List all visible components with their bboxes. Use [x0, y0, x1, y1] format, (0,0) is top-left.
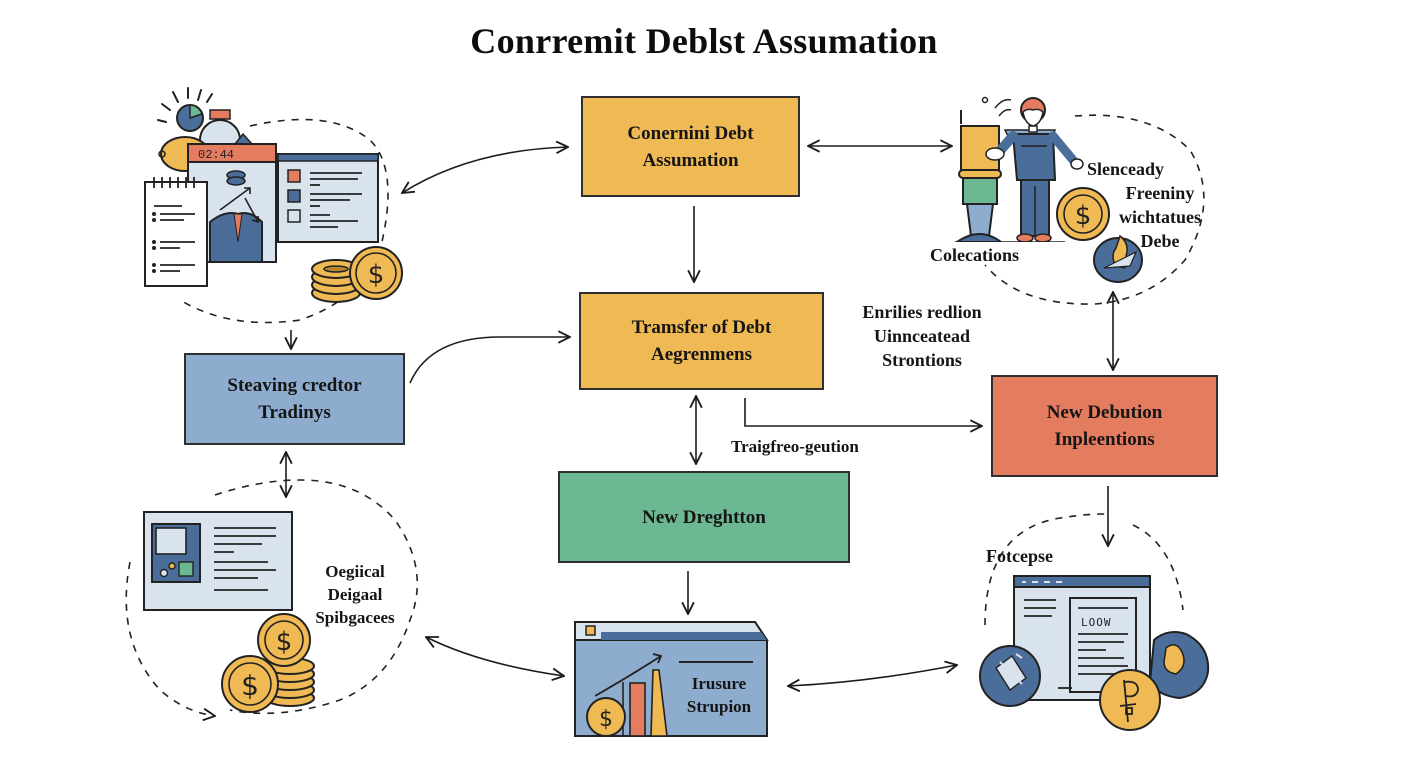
- timer-readout: 02:44: [198, 148, 234, 162]
- annotation-stakeholder-line2: Uinnceatead: [874, 326, 970, 346]
- dashed-loop-left-bottom: [214, 479, 419, 715]
- svg-text:$: $: [276, 627, 293, 657]
- dollar-coin-icon: $: [1056, 187, 1110, 241]
- annotation-forecast: Fotcepse: [986, 546, 1053, 566]
- annotation-right-line1: Slenceady: [1087, 159, 1165, 179]
- node-consent-line1: Conernini Debt: [627, 122, 754, 144]
- money-bag-icon: [1093, 234, 1143, 283]
- dashed-loop-right-bottom: [984, 513, 1111, 626]
- coin-stack-icon: $ $: [221, 613, 315, 713]
- arrow-legal-insurance: [426, 637, 564, 676]
- annotation-insurance-line1: Irusure: [691, 674, 747, 693]
- dashed-loop-right-bottom-arc: [1132, 524, 1184, 611]
- annotation-right-notes: Slenceady Freeniny wichtatues Debe: [1085, 157, 1235, 253]
- annotation-insurance-line2: Strupion: [686, 697, 752, 716]
- svg-text:$: $: [241, 669, 259, 702]
- annotation-stakeholder-notes: Enrilies redlion Uinnceatead Strontions: [832, 300, 1012, 372]
- node-new-debtor-line1: New Dreghtton: [642, 506, 766, 528]
- node-transfer-line2: Aegrenmens: [651, 344, 752, 365]
- node-transfer-of-debt[interactable]: Tramsfer of Debt Aegrenmens: [579, 292, 824, 390]
- annotation-right-line4: Debe: [1140, 231, 1180, 251]
- person-with-document-icon: [955, 96, 1084, 242]
- annotation-stakeholder-line1: Enrilies redlion: [862, 302, 982, 322]
- report-dashboard-icon: 02:44: [144, 87, 379, 287]
- arrow-transfer-implementations: [744, 398, 982, 426]
- document-heading: LOOW: [1081, 616, 1112, 629]
- growth-chart-window-icon: $: [574, 621, 769, 737]
- node-implementations-line2: Inpleentions: [1054, 429, 1155, 450]
- node-creditor-trading[interactable]: Steaving credtor Tradinys: [184, 353, 405, 445]
- insurance-window: $ Irusure Strupion: [573, 620, 769, 738]
- node-consent-line2: Assumation: [642, 149, 739, 171]
- svg-text:$: $: [599, 707, 613, 732]
- annotation-legal-line1: Oegiical: [325, 562, 385, 581]
- node-transfer-line1: Tramsfer of Debt: [631, 317, 772, 338]
- annotation-right-line2: Freeniny: [1125, 183, 1195, 203]
- node-creditor-line1: Steaving credtor: [227, 375, 362, 396]
- annotation-collections: Colecations: [930, 245, 1019, 265]
- annotation-legal-line2: Deigaal: [327, 585, 383, 604]
- node-new-debtor[interactable]: New Dreghtton: [558, 471, 850, 563]
- dashed-loop-right-top: [984, 114, 1205, 305]
- profile-card-icon: [143, 511, 293, 611]
- node-creditor-line2: Tradinys: [258, 402, 331, 423]
- svg-text:$: $: [368, 260, 385, 290]
- node-consent-debt-assumption[interactable]: Conernini Debt Assumation: [581, 96, 800, 197]
- annotation-stakeholder-line3: Strontions: [882, 350, 962, 370]
- annotation-negotiation: Traigfreo-geution: [731, 437, 859, 456]
- node-new-implementations[interactable]: New Debution Inpleentions: [991, 375, 1218, 477]
- gold-coins-icon: $: [311, 246, 403, 303]
- annotation-legal-line3: Spibgacees: [315, 608, 395, 627]
- annotation-right-line3: wichtatues: [1119, 207, 1201, 227]
- arrow-consent-left: [402, 147, 568, 193]
- forecast-illustration: LOOW: [978, 572, 1213, 737]
- annotation-legal: Oegiical Deigaal Spibgacees: [300, 560, 410, 629]
- svg-text:$: $: [1075, 201, 1092, 231]
- annotation-insurance: Irusure Strupion: [669, 672, 769, 718]
- document-window-icon: [979, 575, 1210, 731]
- arrow-creditor-transfer: [409, 337, 570, 384]
- diagram-title: Conrremit Deblst Assumation: [470, 21, 938, 61]
- node-implementations-line1: New Debution: [1046, 402, 1163, 423]
- arrow-insurance-forecast: [788, 665, 957, 686]
